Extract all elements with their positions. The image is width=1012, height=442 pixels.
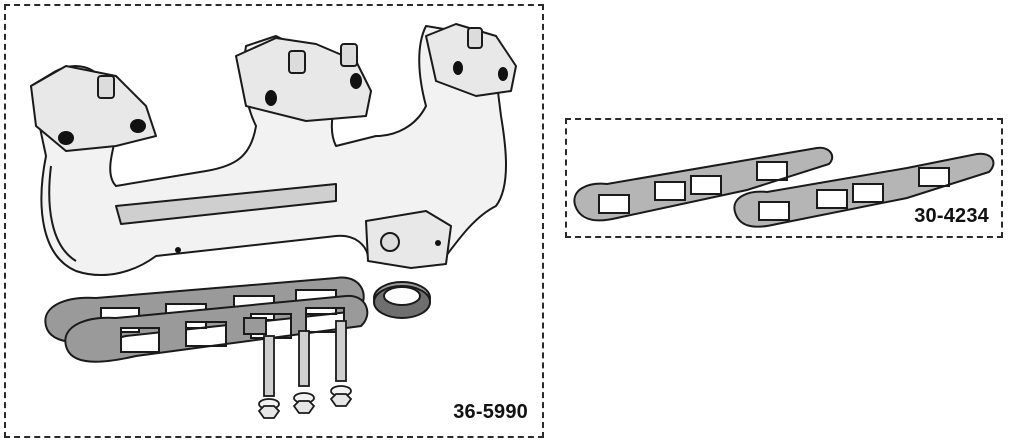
gasket-set-illustration (573, 146, 995, 228)
stud-2 (292, 330, 316, 414)
stud-3 (329, 320, 353, 407)
exhaust-manifold (30, 23, 517, 277)
gasket-set-panel: 30-4234 (565, 118, 1003, 238)
gasket-upper (573, 146, 834, 222)
manifold-kit-illustration (30, 23, 517, 419)
gasket-lower (733, 152, 995, 228)
outlet-donut-gasket (373, 281, 431, 319)
exhaust-port-gaskets (44, 276, 369, 363)
flange-holes (58, 61, 508, 253)
stud-hardware (257, 320, 353, 419)
manifold-studs (97, 27, 483, 252)
stud-1 (257, 335, 281, 419)
manifold-kit-panel: 36-5990 (4, 4, 544, 438)
part-number-label: 36-5990 (453, 401, 528, 423)
part-number-label: 30-4234 (914, 205, 989, 227)
